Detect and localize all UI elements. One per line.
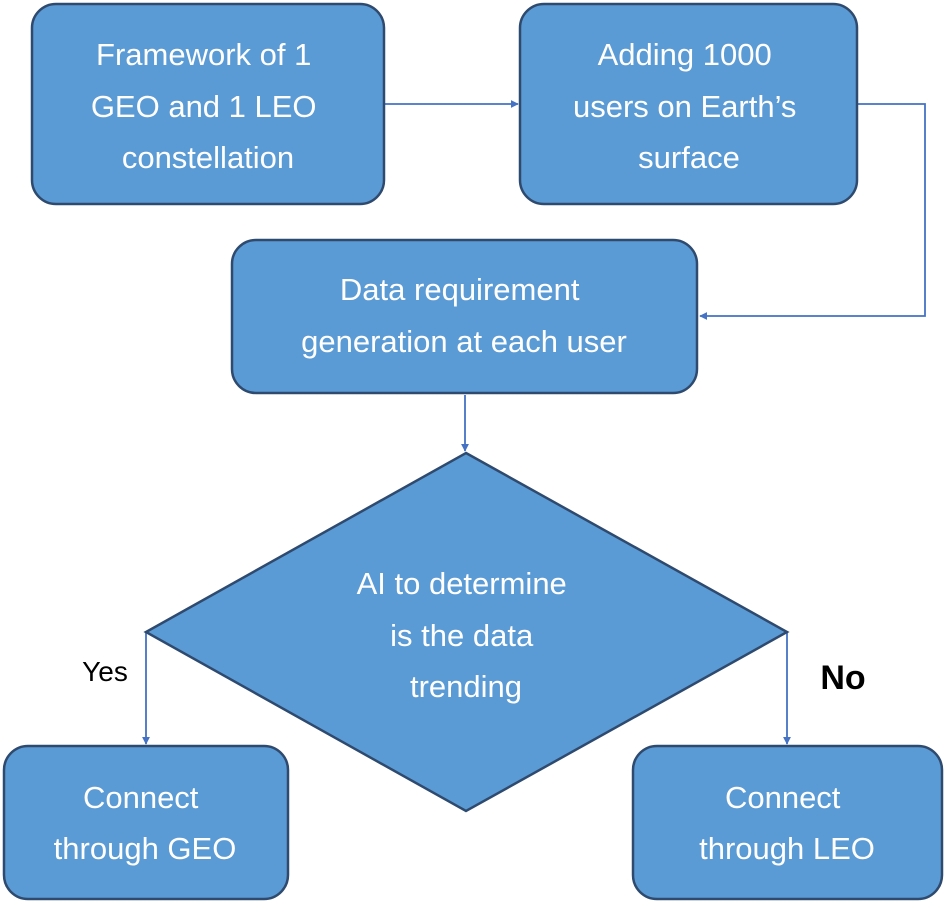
node-leo-line-1: Connect bbox=[725, 780, 841, 815]
edge-label-yes: Yes bbox=[82, 656, 128, 687]
node-decision-line-3: trending bbox=[410, 669, 522, 704]
node-decision-line-1: AI to determine bbox=[357, 566, 567, 601]
node-leo-box bbox=[631, 744, 944, 901]
node-data-requirement-line-2: generation at each user bbox=[301, 324, 627, 359]
node-decision-line-2: is the data bbox=[390, 618, 534, 653]
svg-text:Adding 1000 users on Ear: Adding 1000 users on Earth’s surface bbox=[573, 37, 805, 175]
node-framework-box bbox=[30, 2, 386, 206]
svg-text:Connect through GEO: Connect through GEO bbox=[54, 780, 237, 866]
node-decision: AI to determine is the data trending bbox=[143, 451, 790, 813]
node-data-requirement: Data requirement generation at each user bbox=[230, 238, 699, 395]
node-data-requirement-box bbox=[230, 238, 699, 395]
node-geo: Connect through GEO bbox=[2, 744, 290, 901]
node-users-line-1: Adding 1000 bbox=[598, 37, 772, 72]
node-users-line-3: surface bbox=[638, 140, 740, 175]
node-framework-line-2: GEO and 1 LEO bbox=[91, 89, 317, 124]
node-geo-line-2: through GEO bbox=[54, 831, 237, 866]
svg-text:Data requirement generat: Data requirement generation at each user bbox=[301, 272, 627, 359]
node-users-box bbox=[518, 2, 859, 206]
node-framework: Framework of 1 GEO and 1 LEO constellati… bbox=[30, 2, 386, 206]
node-users-line-2: users on Earth’s bbox=[573, 89, 796, 124]
node-decision-diamond bbox=[143, 451, 790, 813]
edge-users-to-data-requirement bbox=[699, 103, 926, 320]
node-leo-line-2: through LEO bbox=[699, 831, 875, 866]
node-framework-line-3: constellation bbox=[122, 140, 294, 175]
svg-text:Connect through LEO: Connect through LEO bbox=[699, 780, 875, 866]
node-geo-box bbox=[2, 744, 290, 901]
svg-text:AI to determine is the d: AI to determine is the data trending bbox=[357, 566, 576, 704]
node-framework-line-1: Framework of 1 bbox=[96, 37, 311, 72]
edges bbox=[142, 100, 926, 745]
node-users: Adding 1000 users on Earth’s surface bbox=[518, 2, 859, 206]
node-leo: Connect through LEO bbox=[631, 744, 944, 901]
svg-text:Framework of 1 GEO and 1: Framework of 1 GEO and 1 LEO constellati… bbox=[91, 37, 325, 175]
node-geo-line-1: Connect bbox=[83, 780, 199, 815]
edge-label-no: No bbox=[820, 659, 865, 697]
node-data-requirement-line-1: Data requirement bbox=[340, 272, 580, 307]
